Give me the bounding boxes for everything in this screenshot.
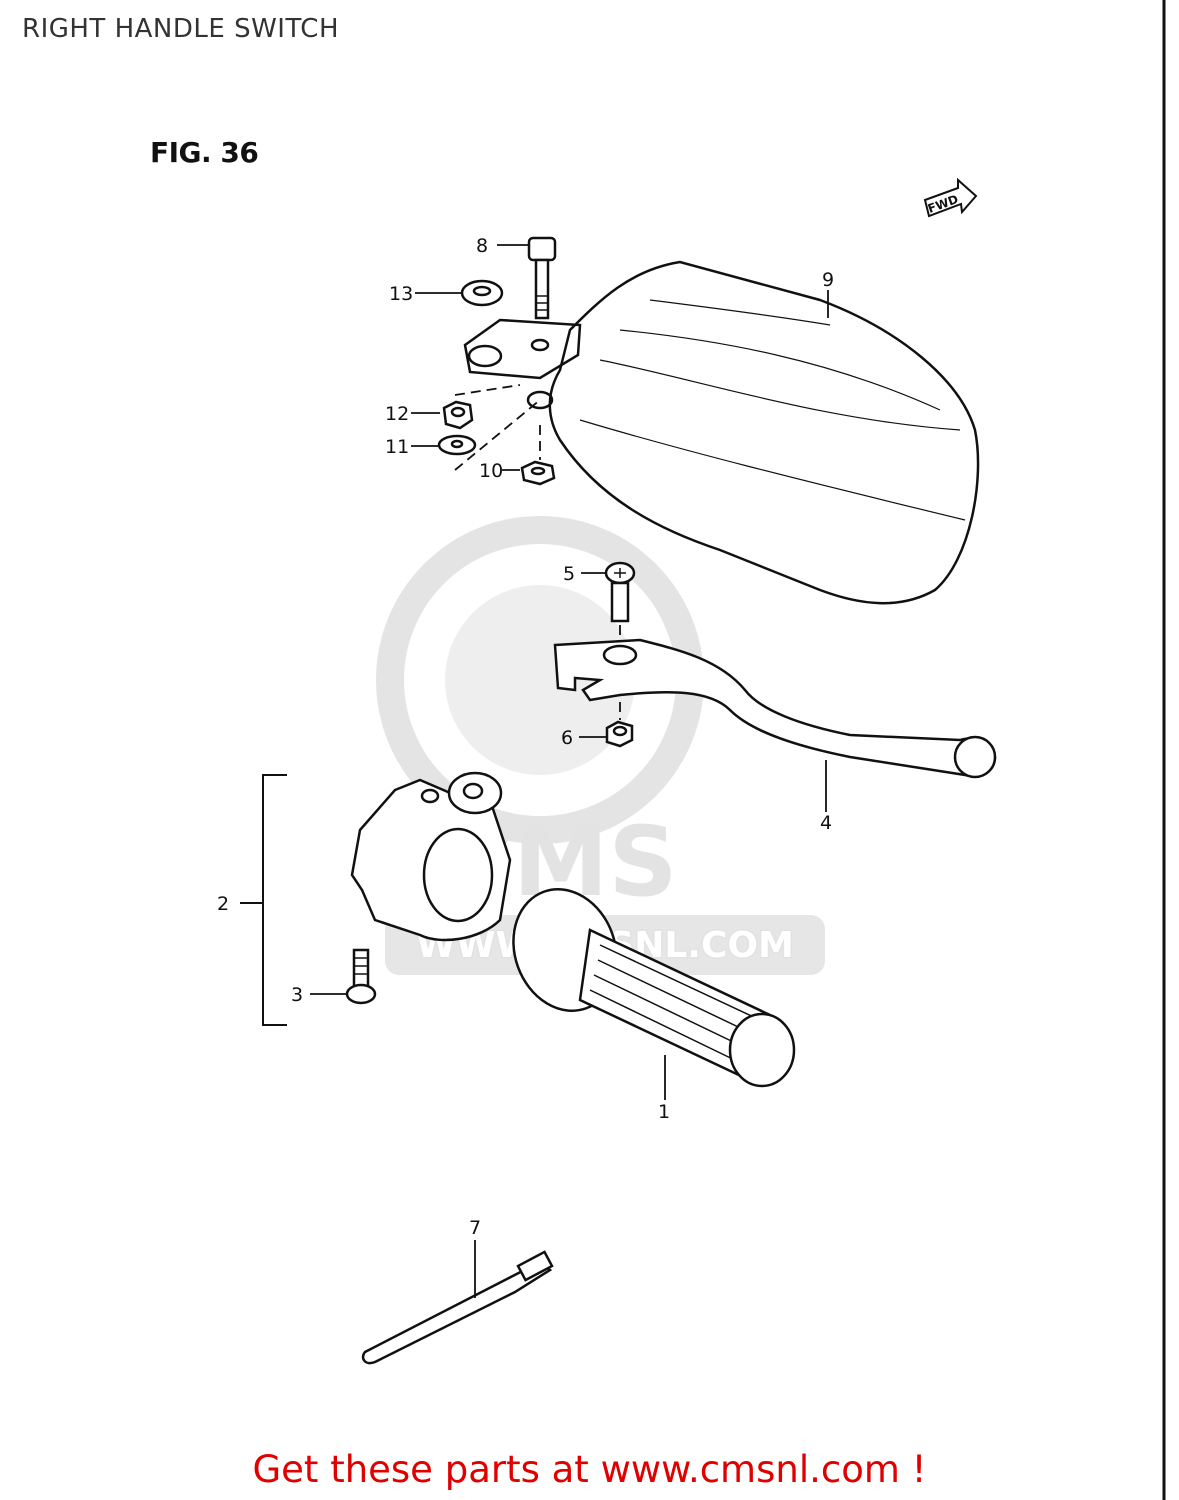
callout-9: 9	[822, 269, 834, 291]
part-9-hand-guard	[463, 260, 980, 605]
callout-7: 7	[469, 1217, 481, 1239]
page-title: RIGHT HANDLE SWITCH	[22, 14, 340, 44]
part-3-screw	[345, 948, 377, 1005]
part-11-washer	[437, 434, 477, 456]
callout-2: 2	[217, 893, 229, 915]
part-10-nut	[520, 460, 556, 486]
part-12-nut	[442, 400, 474, 430]
callout-10: 10	[479, 460, 503, 482]
callout-4: 4	[820, 812, 832, 834]
part-2-switch-housing	[350, 771, 512, 942]
group-bracket	[240, 774, 287, 1026]
callout-12: 12	[385, 403, 409, 425]
fwd-arrow-icon: FWD	[923, 177, 978, 218]
callout-11: 11	[385, 436, 409, 458]
figure-label: FIG. 36	[150, 136, 259, 169]
part-13-washer	[460, 279, 504, 307]
get-parts-link[interactable]: Get these parts at www.cmsnl.com !	[252, 1448, 927, 1491]
callout-6: 6	[561, 727, 573, 749]
fwd-label: FWD	[926, 192, 960, 216]
callout-leaders	[310, 244, 829, 1298]
part-8-bolt	[527, 236, 557, 320]
part-6-nut	[605, 720, 634, 748]
callout-13: 13	[389, 283, 413, 305]
callout-5: 5	[563, 563, 575, 585]
part-4-lever	[553, 638, 997, 779]
part-7-cable-tie	[361, 1250, 554, 1365]
callout-3: 3	[291, 984, 303, 1006]
part-5-screw	[604, 561, 636, 623]
callout-8: 8	[476, 235, 488, 257]
part-1-throttle-grip	[512, 888, 796, 1088]
callout-numbers: 1 2 3 4 5 6 7 8 9 10 11 12 13	[217, 235, 834, 1239]
callout-1: 1	[658, 1101, 670, 1123]
